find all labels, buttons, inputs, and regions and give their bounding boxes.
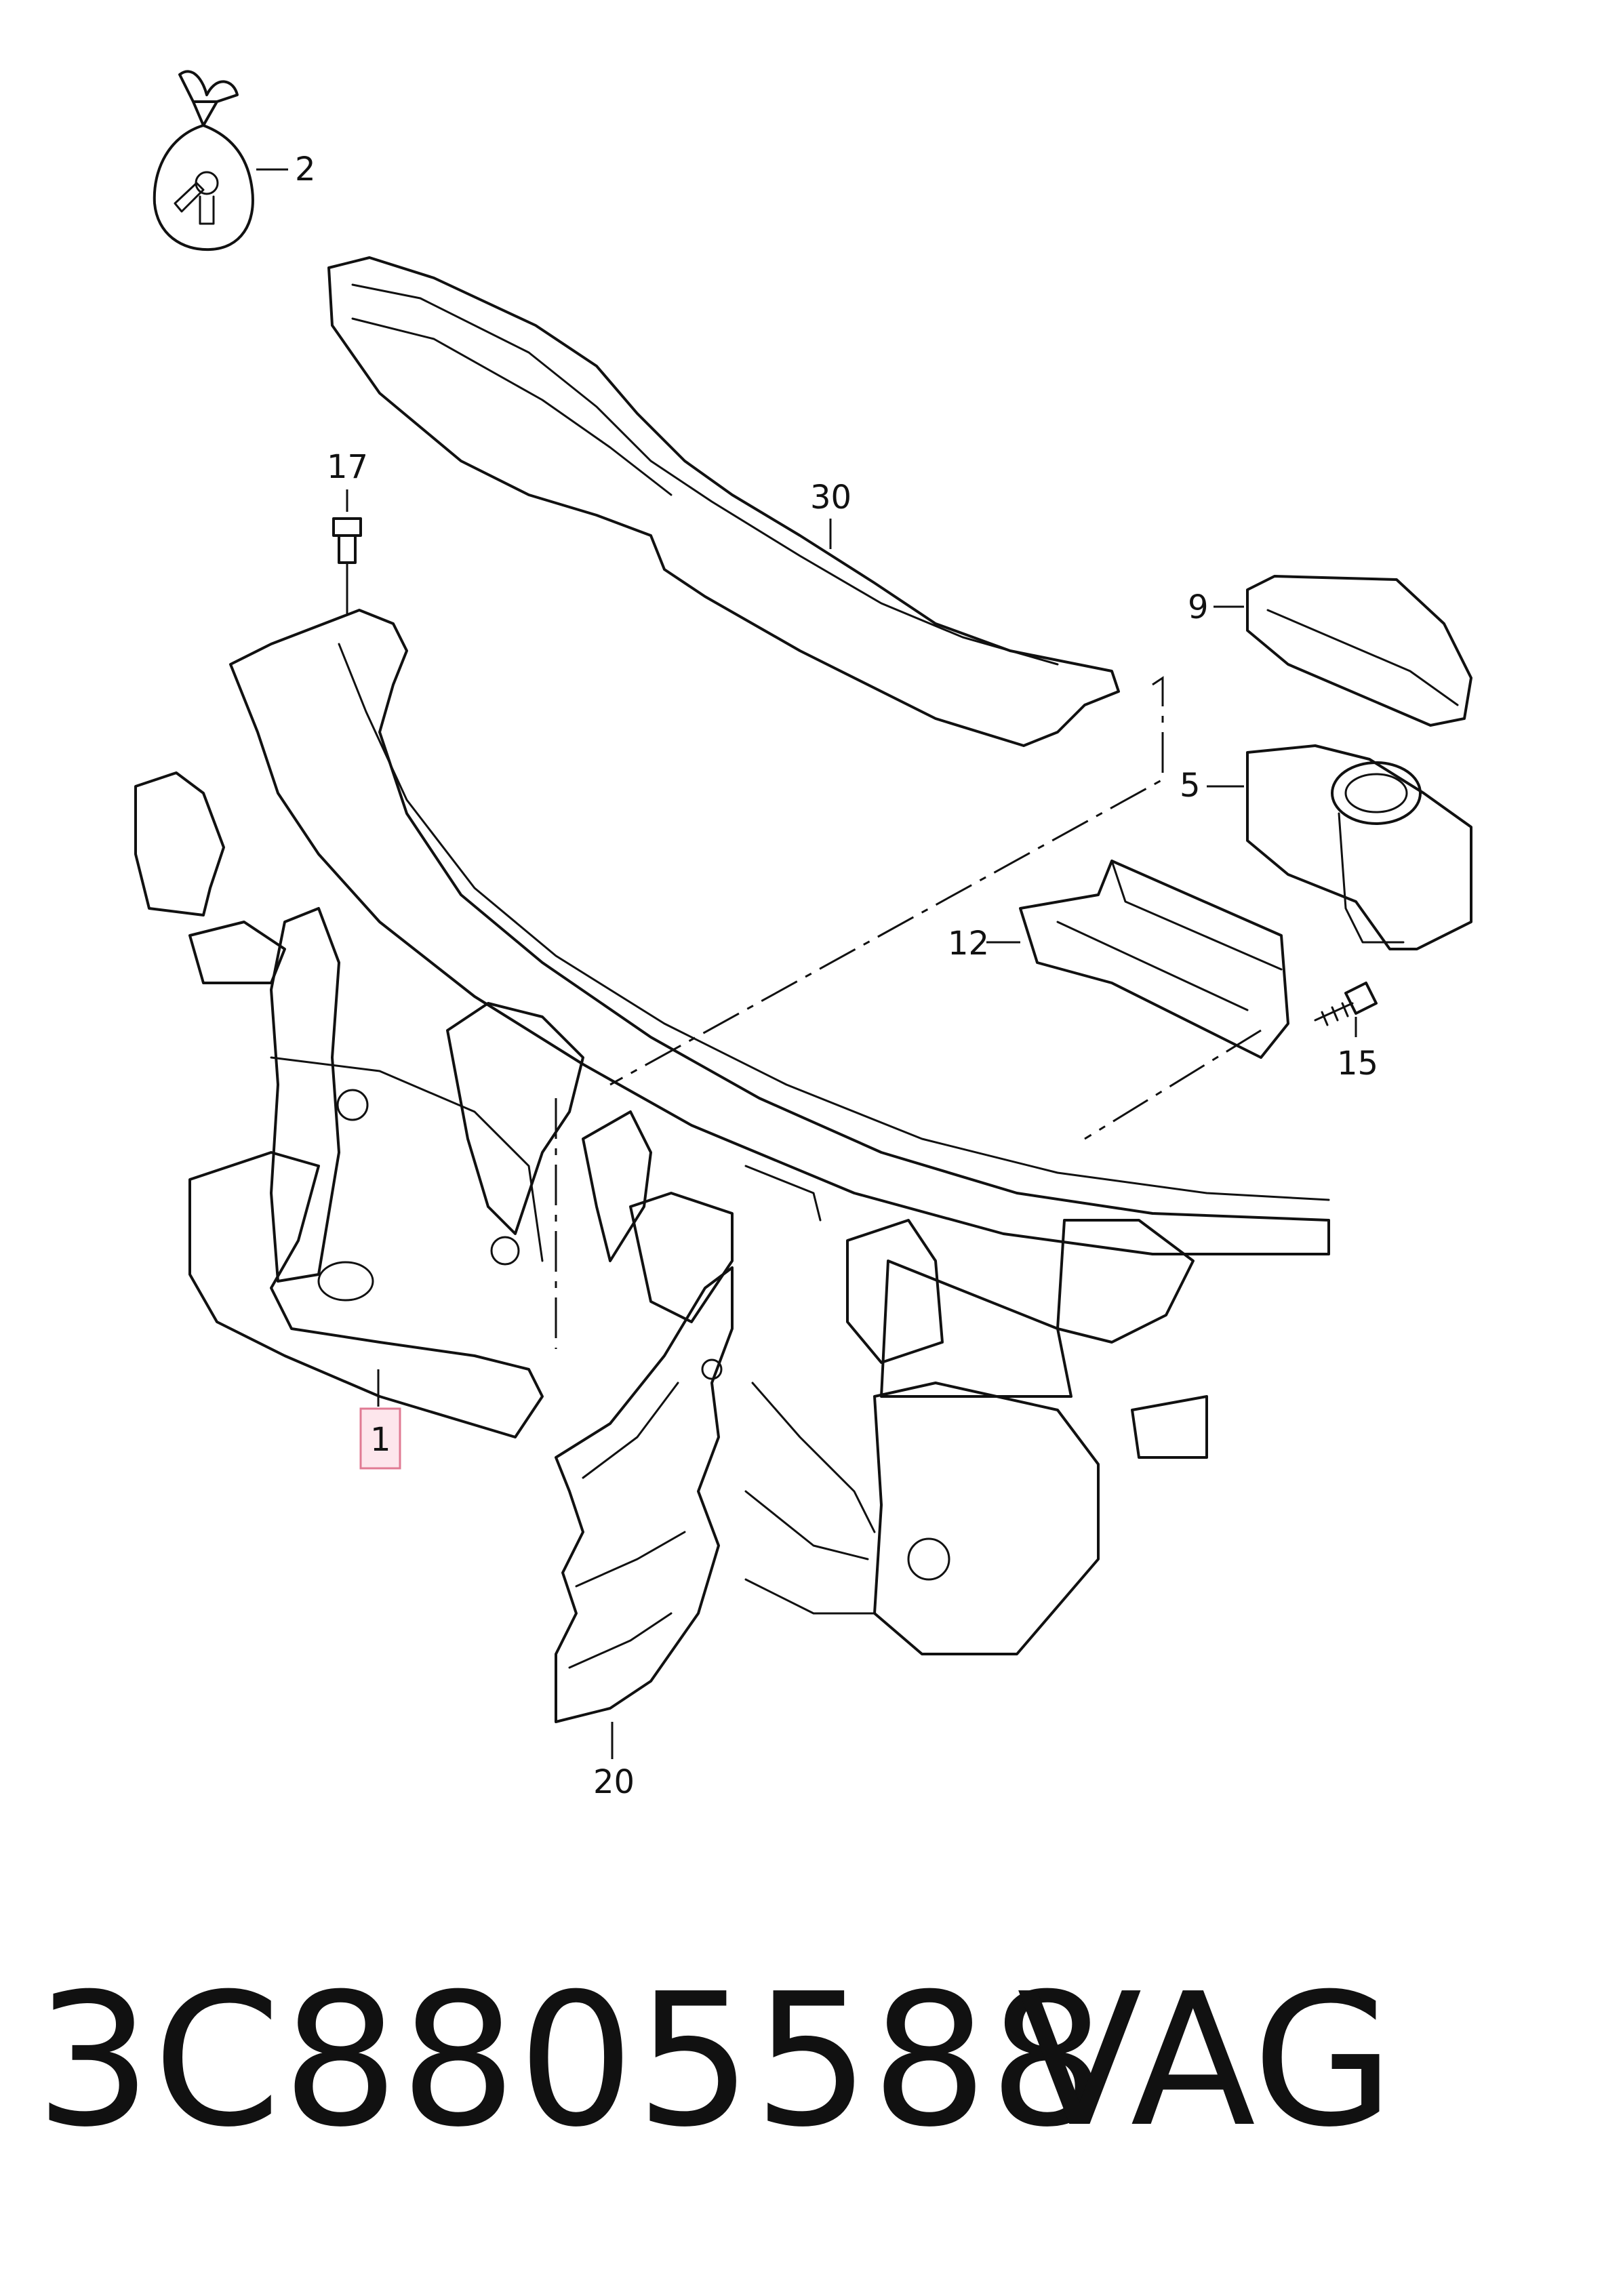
part-15-screw: [1314, 982, 1378, 1026]
callout-5: 5: [1180, 767, 1201, 805]
callout-1: 1: [370, 1421, 391, 1459]
callout-20: 20: [593, 1763, 635, 1801]
part-5-air-duct: [1246, 744, 1472, 950]
part-9-cover: [1246, 575, 1472, 727]
callout-9: 9: [1188, 588, 1209, 626]
part-20-air-guide: [555, 1266, 734, 1723]
callout-15: 15: [1337, 1045, 1378, 1083]
part-30-cowl-panel: [327, 256, 1120, 747]
callout-30: 30: [810, 479, 851, 517]
part-12-channel: [1019, 860, 1289, 1059]
assembly-guide-lines: [555, 676, 1262, 1349]
part-17-bolt: [332, 517, 362, 615]
callout-17: 17: [327, 448, 368, 486]
callout-12: 12: [948, 925, 989, 963]
part-number: 3C8805588: [35, 1954, 1107, 2167]
callout-2: 2: [295, 150, 316, 188]
part-1-lock-carrier: [134, 609, 1330, 1655]
callout-1-highlight: [359, 1407, 401, 1470]
part-2-screw-bag: [153, 70, 254, 251]
brand-name: VAG: [1017, 1954, 1395, 2167]
